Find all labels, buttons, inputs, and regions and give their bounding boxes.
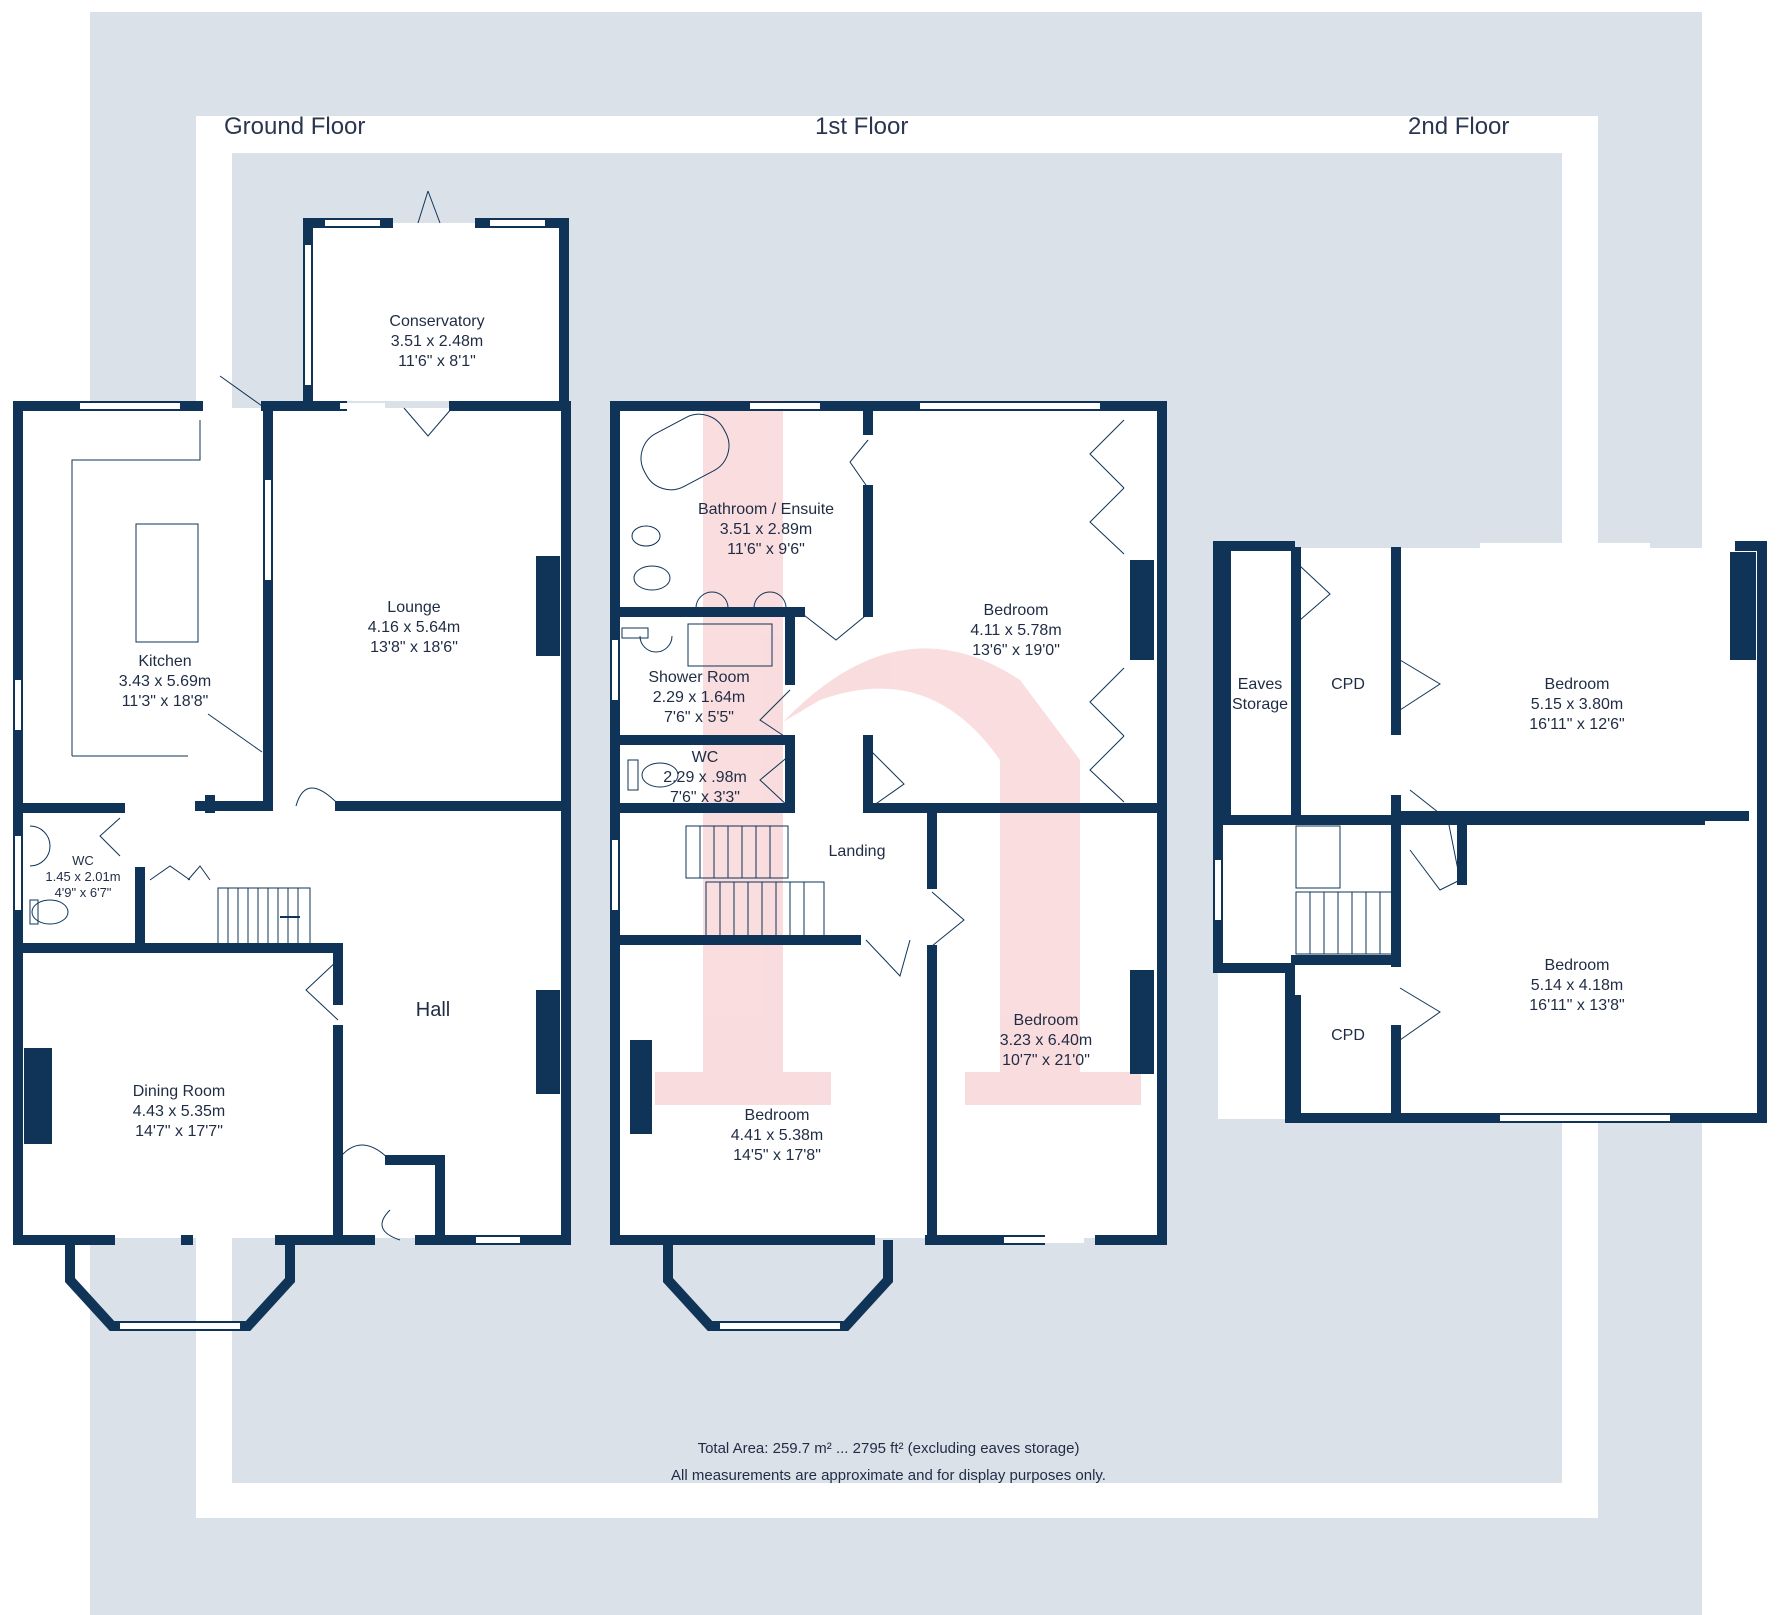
room-name: Dining Room <box>132 1083 226 1100</box>
room-imperial: 4'9" x 6'7" <box>54 885 112 900</box>
room-name: Bedroom <box>1544 957 1610 974</box>
room-name: Eaves <box>1237 676 1283 693</box>
room-name: WC <box>72 853 94 868</box>
room-landing: Landing <box>829 842 886 862</box>
room-name-line-2: Storage <box>1231 696 1289 713</box>
room-name: WC <box>691 749 719 766</box>
room-bedroom-5: Bedroom 5.14 x 4.18m 16'11" x 13'8" <box>1529 956 1624 1016</box>
room-imperial: 11'6" x 8'1" <box>398 353 476 370</box>
room-first-wc: WC 2.29 x .98m 7'6" x 3'3" <box>663 748 747 808</box>
room-metric: 4.41 x 5.38m <box>730 1127 824 1144</box>
room-lounge: Lounge 4.16 x 5.64m 13'8" x 18'6" <box>368 598 461 658</box>
room-metric: 3.23 x 6.40m <box>999 1032 1093 1049</box>
room-imperial: 7'6" x 5'5" <box>664 709 734 726</box>
room-bedroom-4: Bedroom 5.15 x 3.80m 16'11" x 12'6" <box>1529 675 1624 735</box>
room-name: Kitchen <box>138 653 192 670</box>
room-name: Hall <box>415 999 451 1021</box>
room-imperial: 14'5" x 17'8" <box>733 1147 821 1164</box>
kitchen-fittings <box>71 420 201 757</box>
ground-chimneys <box>24 556 560 1144</box>
room-ground-wc: WC 1.45 x 2.01m 4'9" x 6'7" <box>45 853 120 901</box>
room-bedroom-3: Bedroom 4.41 x 5.38m 14'5" x 17'8" <box>731 1106 824 1166</box>
ground-stairs <box>217 887 311 947</box>
room-bathroom-ensuite: Bathroom / Ensuite 3.51 x 2.89m 11'6" x … <box>698 500 834 560</box>
room-name: Landing <box>828 843 886 860</box>
first-windows <box>612 403 1133 1329</box>
room-imperial: 10'7" x 21'0" <box>1002 1052 1090 1069</box>
room-name: CPD <box>1331 676 1365 693</box>
room-imperial: 14'7" x 17'7" <box>135 1123 223 1140</box>
second-windows <box>1215 543 1670 1121</box>
room-metric: 5.15 x 3.80m <box>1530 696 1624 713</box>
second-chimney <box>1730 552 1756 660</box>
room-imperial: 16'11" x 12'6" <box>1529 716 1625 733</box>
room-metric: 3.51 x 2.89m <box>719 521 813 538</box>
room-name: Bedroom <box>983 602 1049 619</box>
room-cpd-2: CPD <box>1331 1026 1365 1046</box>
room-imperial: 7'6" x 3'3" <box>670 789 740 806</box>
room-bedroom-1: Bedroom 4.11 x 5.78m 13'6" x 19'0" <box>970 601 1061 661</box>
room-imperial: 11'3" x 18'8" <box>121 693 209 710</box>
room-imperial: 11'6" x 9'6" <box>727 541 805 558</box>
room-metric: 2.29 x .98m <box>663 769 747 786</box>
room-cpd-1: CPD <box>1331 675 1365 695</box>
second-fittings <box>1295 565 1461 1041</box>
ground-wc-fittings <box>29 825 69 925</box>
second-floor-title: 2nd Floor <box>1408 113 1510 140</box>
room-name: CPD <box>1331 1027 1365 1044</box>
room-metric: 2.29 x 1.64m <box>652 689 746 706</box>
room-eaves-storage: Eaves Storage <box>1232 675 1288 715</box>
room-name: Conservatory <box>389 313 485 330</box>
ground-doors <box>99 190 453 1241</box>
room-bedroom-2: Bedroom 3.23 x 6.40m 10'7" x 21'0" <box>1000 1011 1093 1071</box>
room-name: Lounge <box>387 599 441 616</box>
room-hall: Hall <box>416 1000 450 1020</box>
room-conservatory: Conservatory 3.51 x 2.48m 11'6" x 8'1" <box>389 312 484 372</box>
second-floor-walls <box>1213 541 1767 1123</box>
room-metric: 3.43 x 5.69m <box>118 673 212 690</box>
room-metric: 3.51 x 2.48m <box>390 333 484 350</box>
room-name: Bedroom <box>1013 1012 1079 1029</box>
room-name: Bathroom / Ensuite <box>697 501 835 518</box>
room-metric: 4.11 x 5.78m <box>970 622 1062 639</box>
room-metric: 4.16 x 5.64m <box>367 619 461 636</box>
room-shower-room: Shower Room 2.29 x 1.64m 7'6" x 5'5" <box>648 668 749 728</box>
room-kitchen: Kitchen 3.43 x 5.69m 11'3" x 18'8" <box>119 652 212 712</box>
room-imperial: 16'11" x 13'8" <box>1529 997 1625 1014</box>
room-metric: 4.43 x 5.35m <box>132 1103 226 1120</box>
room-name: Shower Room <box>648 669 750 686</box>
ground-floor-title: Ground Floor <box>224 113 366 140</box>
room-dining-room: Dining Room 4.43 x 5.35m 14'7" x 17'7" <box>133 1082 226 1142</box>
room-metric: 1.45 x 2.01m <box>45 869 121 884</box>
total-area-note: Total Area: 259.7 m² ... 2795 ft² (exclu… <box>697 1440 1080 1457</box>
room-name: Bedroom <box>744 1107 810 1124</box>
first-fittings <box>621 413 1125 977</box>
ground-windows <box>15 220 545 1329</box>
room-imperial: 13'8" x 18'6" <box>370 639 458 656</box>
disclaimer-note: All measurements are approximate and for… <box>671 1467 1106 1484</box>
room-imperial: 13'6" x 19'0" <box>972 642 1060 659</box>
first-chimneys <box>630 560 1154 1134</box>
room-metric: 5.14 x 4.18m <box>1530 977 1624 994</box>
first-floor-title: 1st Floor <box>815 113 909 140</box>
room-name: Bedroom <box>1544 676 1610 693</box>
